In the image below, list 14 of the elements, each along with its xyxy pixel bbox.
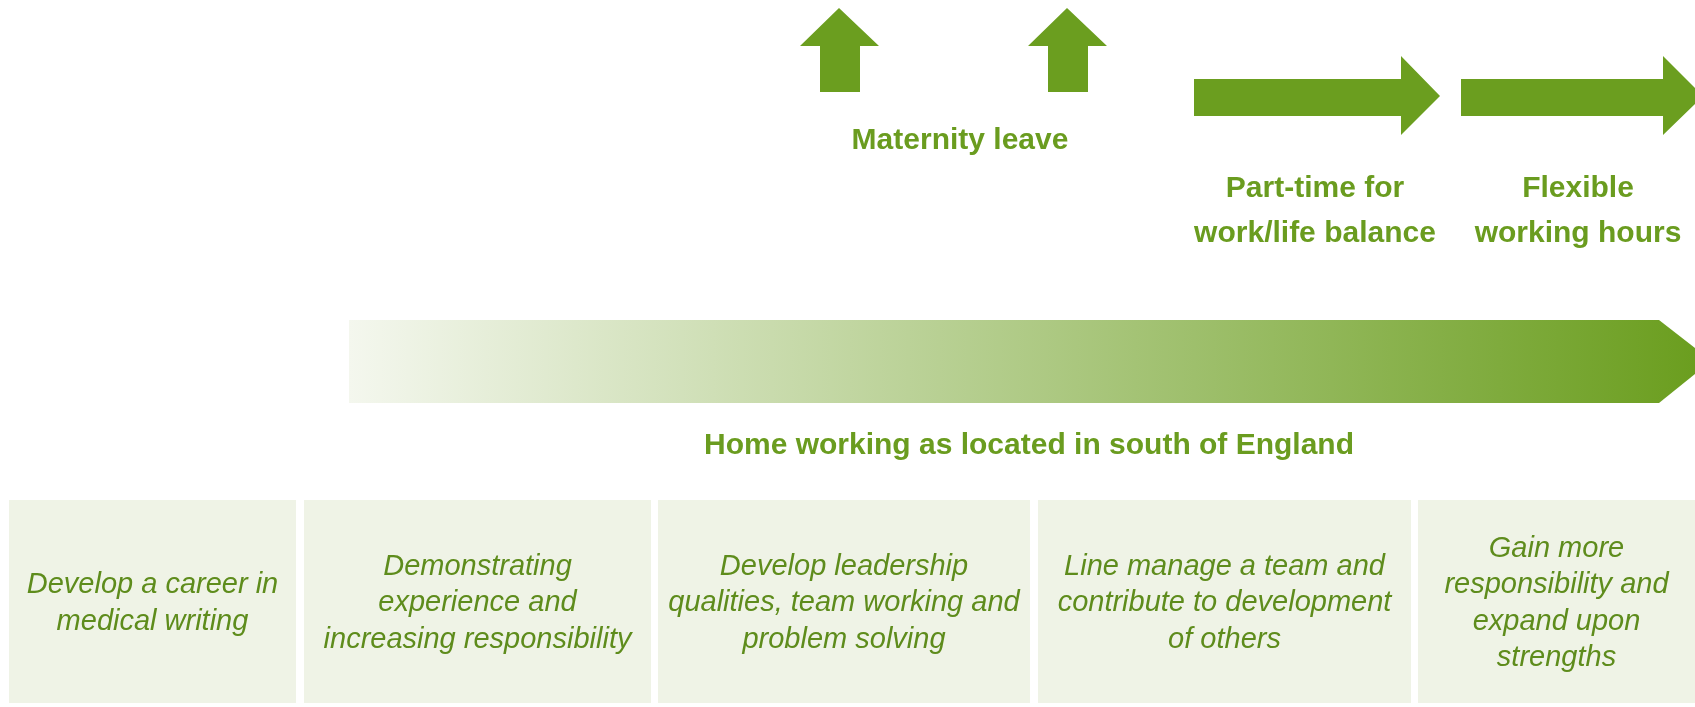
text-box: [1418, 500, 1695, 703]
box-text: Develop leadership qualities, team working and problem solving: [667, 548, 1022, 656]
box-text: Line manage a team and contribute to development of others: [1056, 548, 1394, 656]
box-text: Demonstrating experience and increasing responsibility: [322, 548, 634, 656]
text-box: [9, 500, 296, 703]
arrow-label: Maternity leave: [850, 121, 1070, 157]
text-box: [658, 500, 1030, 703]
arrow-label: Home working as located in south of England: [702, 426, 1356, 462]
box-text: Gain more responsibility and expand upon strengths: [1443, 530, 1671, 674]
arrow-label: Flexible working hours: [1473, 169, 1683, 250]
box-text: Develop a career in medical writing: [25, 566, 280, 638]
text-box: [304, 500, 651, 703]
arrow-label: Part-time for work/life balance: [1193, 169, 1437, 250]
text-box: [1038, 500, 1411, 703]
